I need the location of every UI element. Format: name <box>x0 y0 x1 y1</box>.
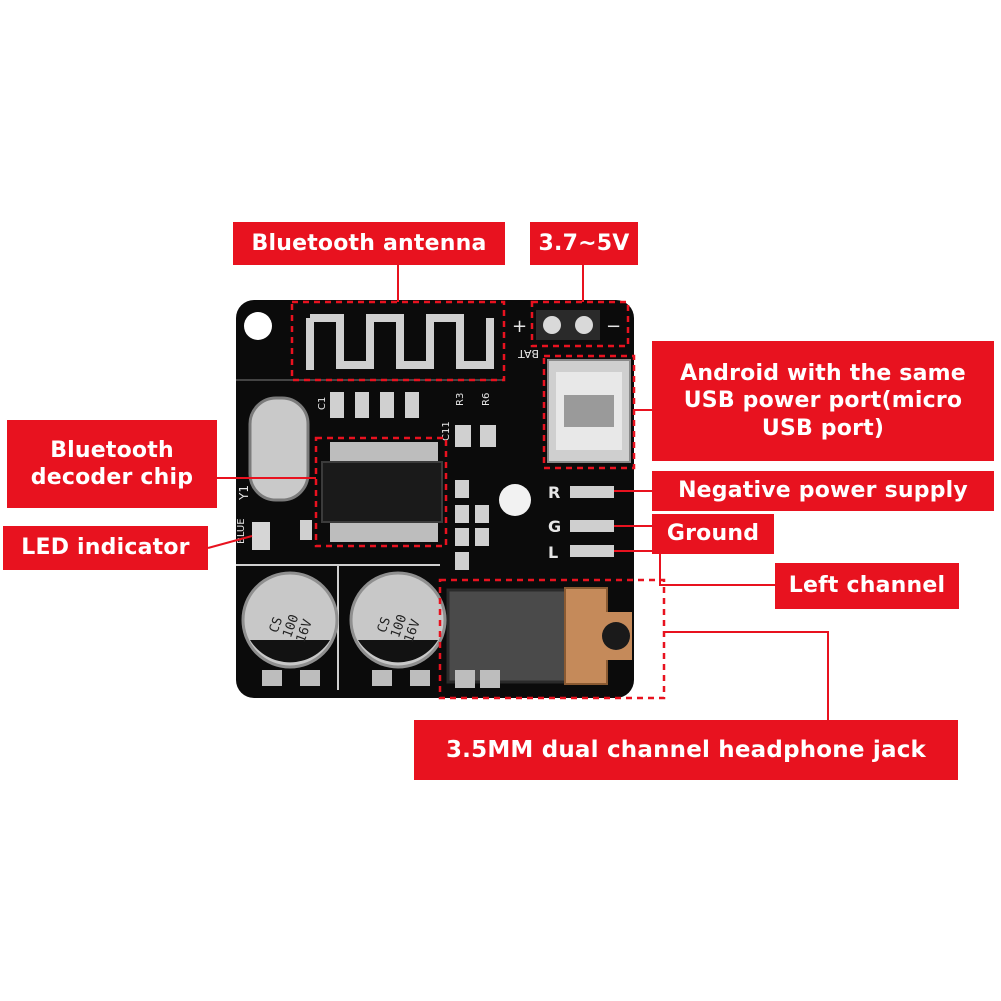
jack-frame <box>438 578 666 700</box>
l-pin-label: L <box>548 543 558 562</box>
r-pin-label: R <box>548 483 560 502</box>
label-voltage: 3.7~5V <box>530 222 638 265</box>
headphone-jack <box>446 587 632 688</box>
capacitor-right <box>349 571 447 686</box>
bat-minus: − <box>606 316 621 337</box>
r6-label: R6 <box>481 393 492 406</box>
r3-label: R3 <box>455 393 466 406</box>
label-headphone-jack: 3.5MM dual channel headphone jack <box>414 720 958 780</box>
voltage-frame <box>530 300 630 348</box>
blue-label: BLUE <box>236 518 247 544</box>
capacitor-left <box>241 571 339 686</box>
g-pin-label: G <box>548 517 561 536</box>
label-decoder-chip: Bluetooth decoder chip <box>7 420 217 508</box>
mounting-hole <box>244 312 272 340</box>
decoder-chip <box>321 442 443 542</box>
y1-label: Y1 <box>237 485 251 501</box>
usb-frame <box>542 354 636 470</box>
antenna-frame <box>290 300 506 382</box>
c1-label: C1 <box>317 397 328 410</box>
label-ground: Ground <box>652 514 774 554</box>
decoder-frame <box>314 436 448 548</box>
label-usb-port: Android with the same USB power port(mic… <box>652 341 994 461</box>
antenna-trace <box>306 314 494 370</box>
label-led-indicator: LED indicator <box>3 526 208 570</box>
audio-pins: R G L <box>548 483 614 562</box>
label-negative-power: Negative power supply <box>652 471 994 511</box>
cap-left-text: CS10016V <box>267 608 316 645</box>
bat-label: BAT <box>518 347 539 360</box>
c11-label: C11 <box>441 421 452 441</box>
label-bluetooth-antenna: Bluetooth antenna <box>233 222 505 265</box>
led <box>252 522 270 550</box>
label-left-channel: Left channel <box>775 563 959 609</box>
bat-plus: + <box>512 316 527 337</box>
crystal-oscillator <box>248 396 310 502</box>
